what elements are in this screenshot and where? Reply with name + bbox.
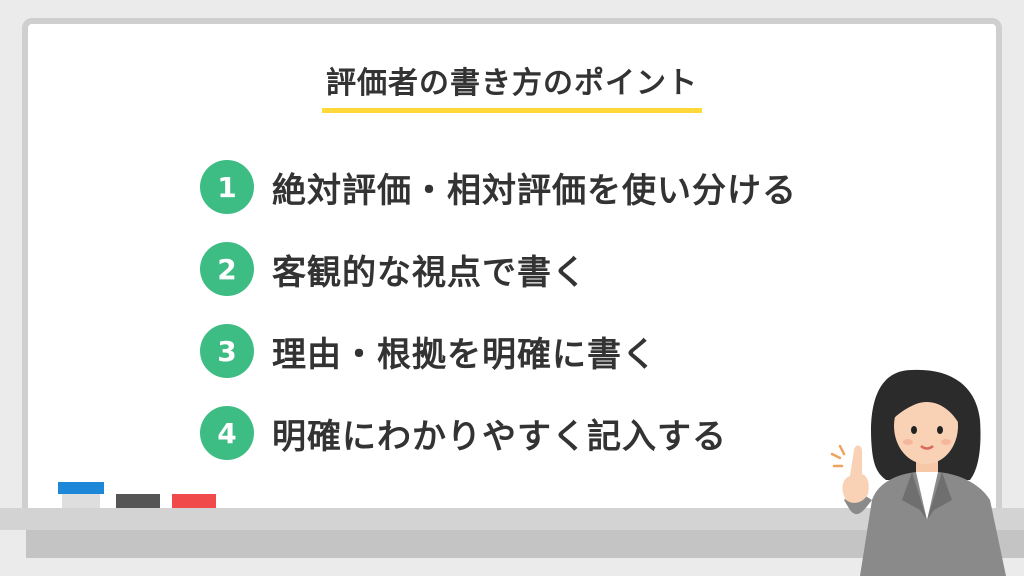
points-list: 1 絶対評価・相対評価を使い分ける 2 客観的な視点で書く 3 理由・根拠を明確… [200,160,797,488]
whiteboard-tray [0,508,1024,530]
list-item: 1 絶対評価・相対評価を使い分ける [200,160,797,214]
list-item: 4 明確にわかりやすく記入する [200,406,797,460]
marker-black-icon [116,494,160,508]
marker-blue-body [62,494,100,508]
point-label: 明確にわかりやすく記入する [272,416,727,457]
list-item: 3 理由・根拠を明確に書く [200,324,797,378]
page-title: 評価者の書き方のポイント [322,58,702,113]
number-badge: 2 [200,242,254,296]
list-item: 2 客観的な視点で書く [200,242,797,296]
point-label: 理由・根拠を明確に書く [272,334,657,375]
marker-blue-icon [58,482,104,494]
point-label: 絶対評価・相対評価を使い分ける [272,170,797,211]
number-badge: 3 [200,324,254,378]
title-wrap: 評価者の書き方のポイント [0,58,1024,113]
number-badge: 1 [200,160,254,214]
number-badge: 4 [200,406,254,460]
tray-shadow [26,530,1024,558]
whiteboard [22,18,1002,523]
teacher-illustration [830,369,1006,576]
point-label: 客観的な視点で書く [272,252,587,293]
marker-red-icon [172,494,216,508]
